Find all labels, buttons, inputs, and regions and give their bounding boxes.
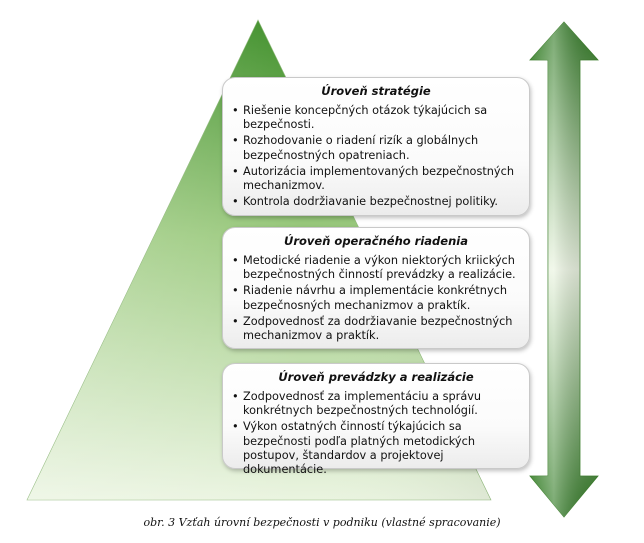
list-item: Metodické riadenie a výkon niektorých kr…	[231, 254, 521, 282]
list-item: Autorizácia implementovaných bezpečnostn…	[231, 165, 521, 193]
level-operations-title: Úroveň prevádzky a realizácie	[278, 370, 474, 384]
level-strategy-list: Riešenie koncepčných otázok týkajúcich s…	[231, 104, 521, 210]
level-operations-list: Zodpovednosť za implementáciu a správu k…	[231, 390, 521, 477]
list-item: Výkon ostatných činností týkajúcich sa b…	[231, 420, 521, 477]
list-item: Riadenie návrhu a implementácie konkrétn…	[231, 284, 521, 312]
list-item: Riešenie koncepčných otázok týkajúcich s…	[231, 104, 521, 132]
level-operational-title: Úroveň operačného riadenia	[284, 234, 468, 248]
list-item: Rozhodovanie o riadení rizík a globálnyc…	[231, 134, 521, 162]
level-operations-box: Úroveň prevádzky a realizácie Zodpovedno…	[222, 363, 530, 476]
list-item: Zodpovednosť za dodržiavanie bezpečnostn…	[231, 315, 521, 343]
list-item: Zodpovednosť za implementáciu a správu k…	[231, 390, 521, 418]
vertical-double-arrow-shine	[530, 22, 598, 517]
level-strategy-title: Úroveň stratégie	[321, 84, 431, 98]
level-strategy-box: Úroveň stratégie Riešenie koncepčných ot…	[222, 77, 530, 216]
level-operational-list: Metodické riadenie a výkon niektorých kr…	[231, 254, 521, 343]
list-item: Kontrola dodržiavanie bezpečnostnej poli…	[231, 195, 521, 209]
figure-caption: obr. 3 Vzťah úrovní bezpečnosti v podnik…	[143, 516, 501, 529]
level-operational-box: Úroveň operačného riadenia Metodické ria…	[222, 227, 530, 349]
